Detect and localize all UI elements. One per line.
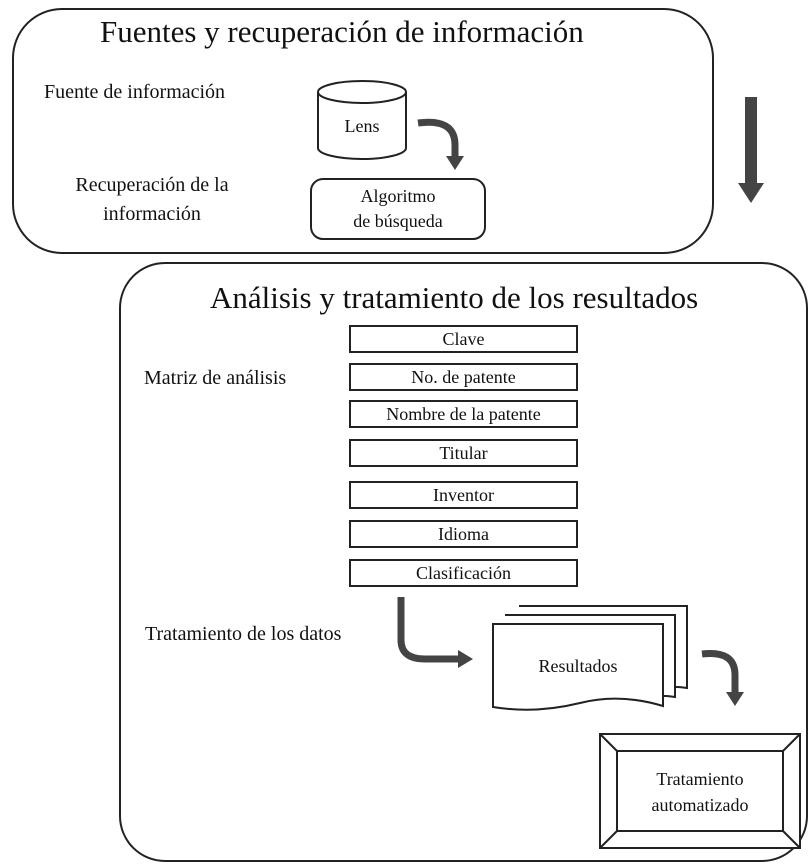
automated-treatment-frame: [599, 733, 801, 849]
lens-database-cylinder: [317, 80, 407, 160]
automated-line1: Tratamiento: [656, 769, 744, 789]
search-algorithm-box: Algoritmo de búsqueda: [310, 178, 486, 240]
matrix-field: Inventor: [349, 481, 578, 509]
automated-treatment-label: Tratamiento automatizado: [617, 766, 783, 818]
treatment-label: Tratamiento de los datos: [145, 623, 342, 645]
matrix-field: Clave: [349, 325, 578, 353]
lens-label: Lens: [344, 116, 380, 136]
retrieval-label: Recuperación de la información: [75, 174, 229, 225]
results-document-stack: [492, 605, 688, 711]
automated-line2: automatizado: [651, 795, 749, 815]
arrow-results-to-automated: [701, 649, 744, 706]
matrix-field: No. de patente: [349, 363, 578, 391]
analysis-title: Análisis y tratamiento de los resultados: [210, 280, 699, 315]
algorithm-line2: de búsqueda: [353, 211, 443, 231]
matrix-label: Matriz de análisis: [144, 367, 287, 389]
down-arrow-between-panels: [738, 97, 764, 203]
arrow-matrix-to-results: [397, 597, 473, 668]
matrix-field: Idioma: [349, 520, 578, 548]
arrow-lens-to-algorithm: [417, 118, 464, 170]
results-label: Resultados: [538, 656, 618, 676]
algorithm-line1: Algoritmo: [360, 186, 436, 206]
sources-title: Fuentes y recuperación de información: [100, 14, 584, 49]
source-label: Fuente de información: [44, 81, 226, 103]
matrix-field: Clasificación: [349, 559, 578, 587]
matrix-field: Titular: [349, 439, 578, 467]
matrix-field: Nombre de la patente: [349, 400, 578, 428]
